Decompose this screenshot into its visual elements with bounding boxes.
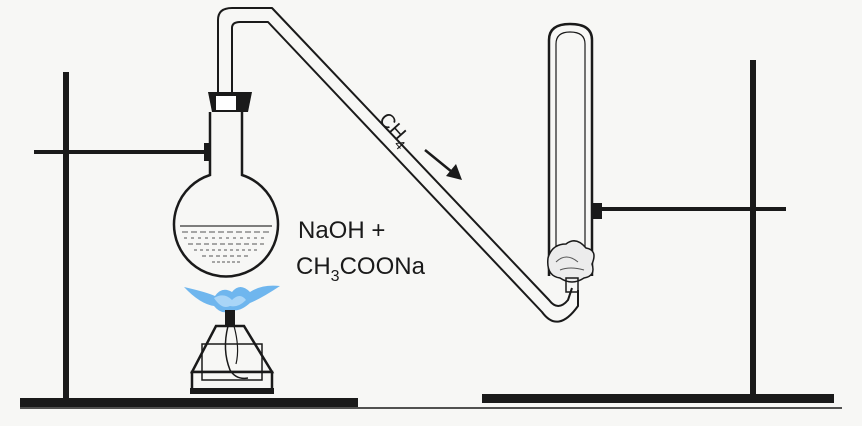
lamp-wick xyxy=(224,325,249,380)
test-tube-outer xyxy=(547,22,594,276)
right-base-plate xyxy=(482,394,834,403)
left-stand-rod xyxy=(63,72,69,399)
lamp-wick-holder xyxy=(225,310,235,326)
right-clamp-arm xyxy=(590,207,786,211)
spirit-lamp-icon xyxy=(189,310,275,394)
reagent-label-line2: CH3COONa xyxy=(296,253,426,285)
lamp-body xyxy=(189,324,275,374)
cotton-wool-plug xyxy=(547,240,595,283)
reagent-liquid xyxy=(180,225,272,263)
arrow-down-right-icon xyxy=(424,149,462,180)
right-stand-rod xyxy=(750,60,756,395)
round-bottom-flask xyxy=(172,92,280,278)
delivery-tube xyxy=(217,7,579,323)
bench xyxy=(20,394,842,409)
reagent-label-line1: NaOH + xyxy=(298,217,385,244)
left-clamp-arm xyxy=(34,150,234,154)
test-tube-inner xyxy=(555,31,586,272)
stopper-hole xyxy=(216,96,236,110)
left-base-plate xyxy=(20,398,358,407)
right-retort-stand xyxy=(578,60,786,395)
flame-icon xyxy=(184,285,280,313)
collection-test-tube xyxy=(547,22,595,293)
flask-body xyxy=(172,112,280,278)
gas-label: CH4 xyxy=(372,109,415,153)
